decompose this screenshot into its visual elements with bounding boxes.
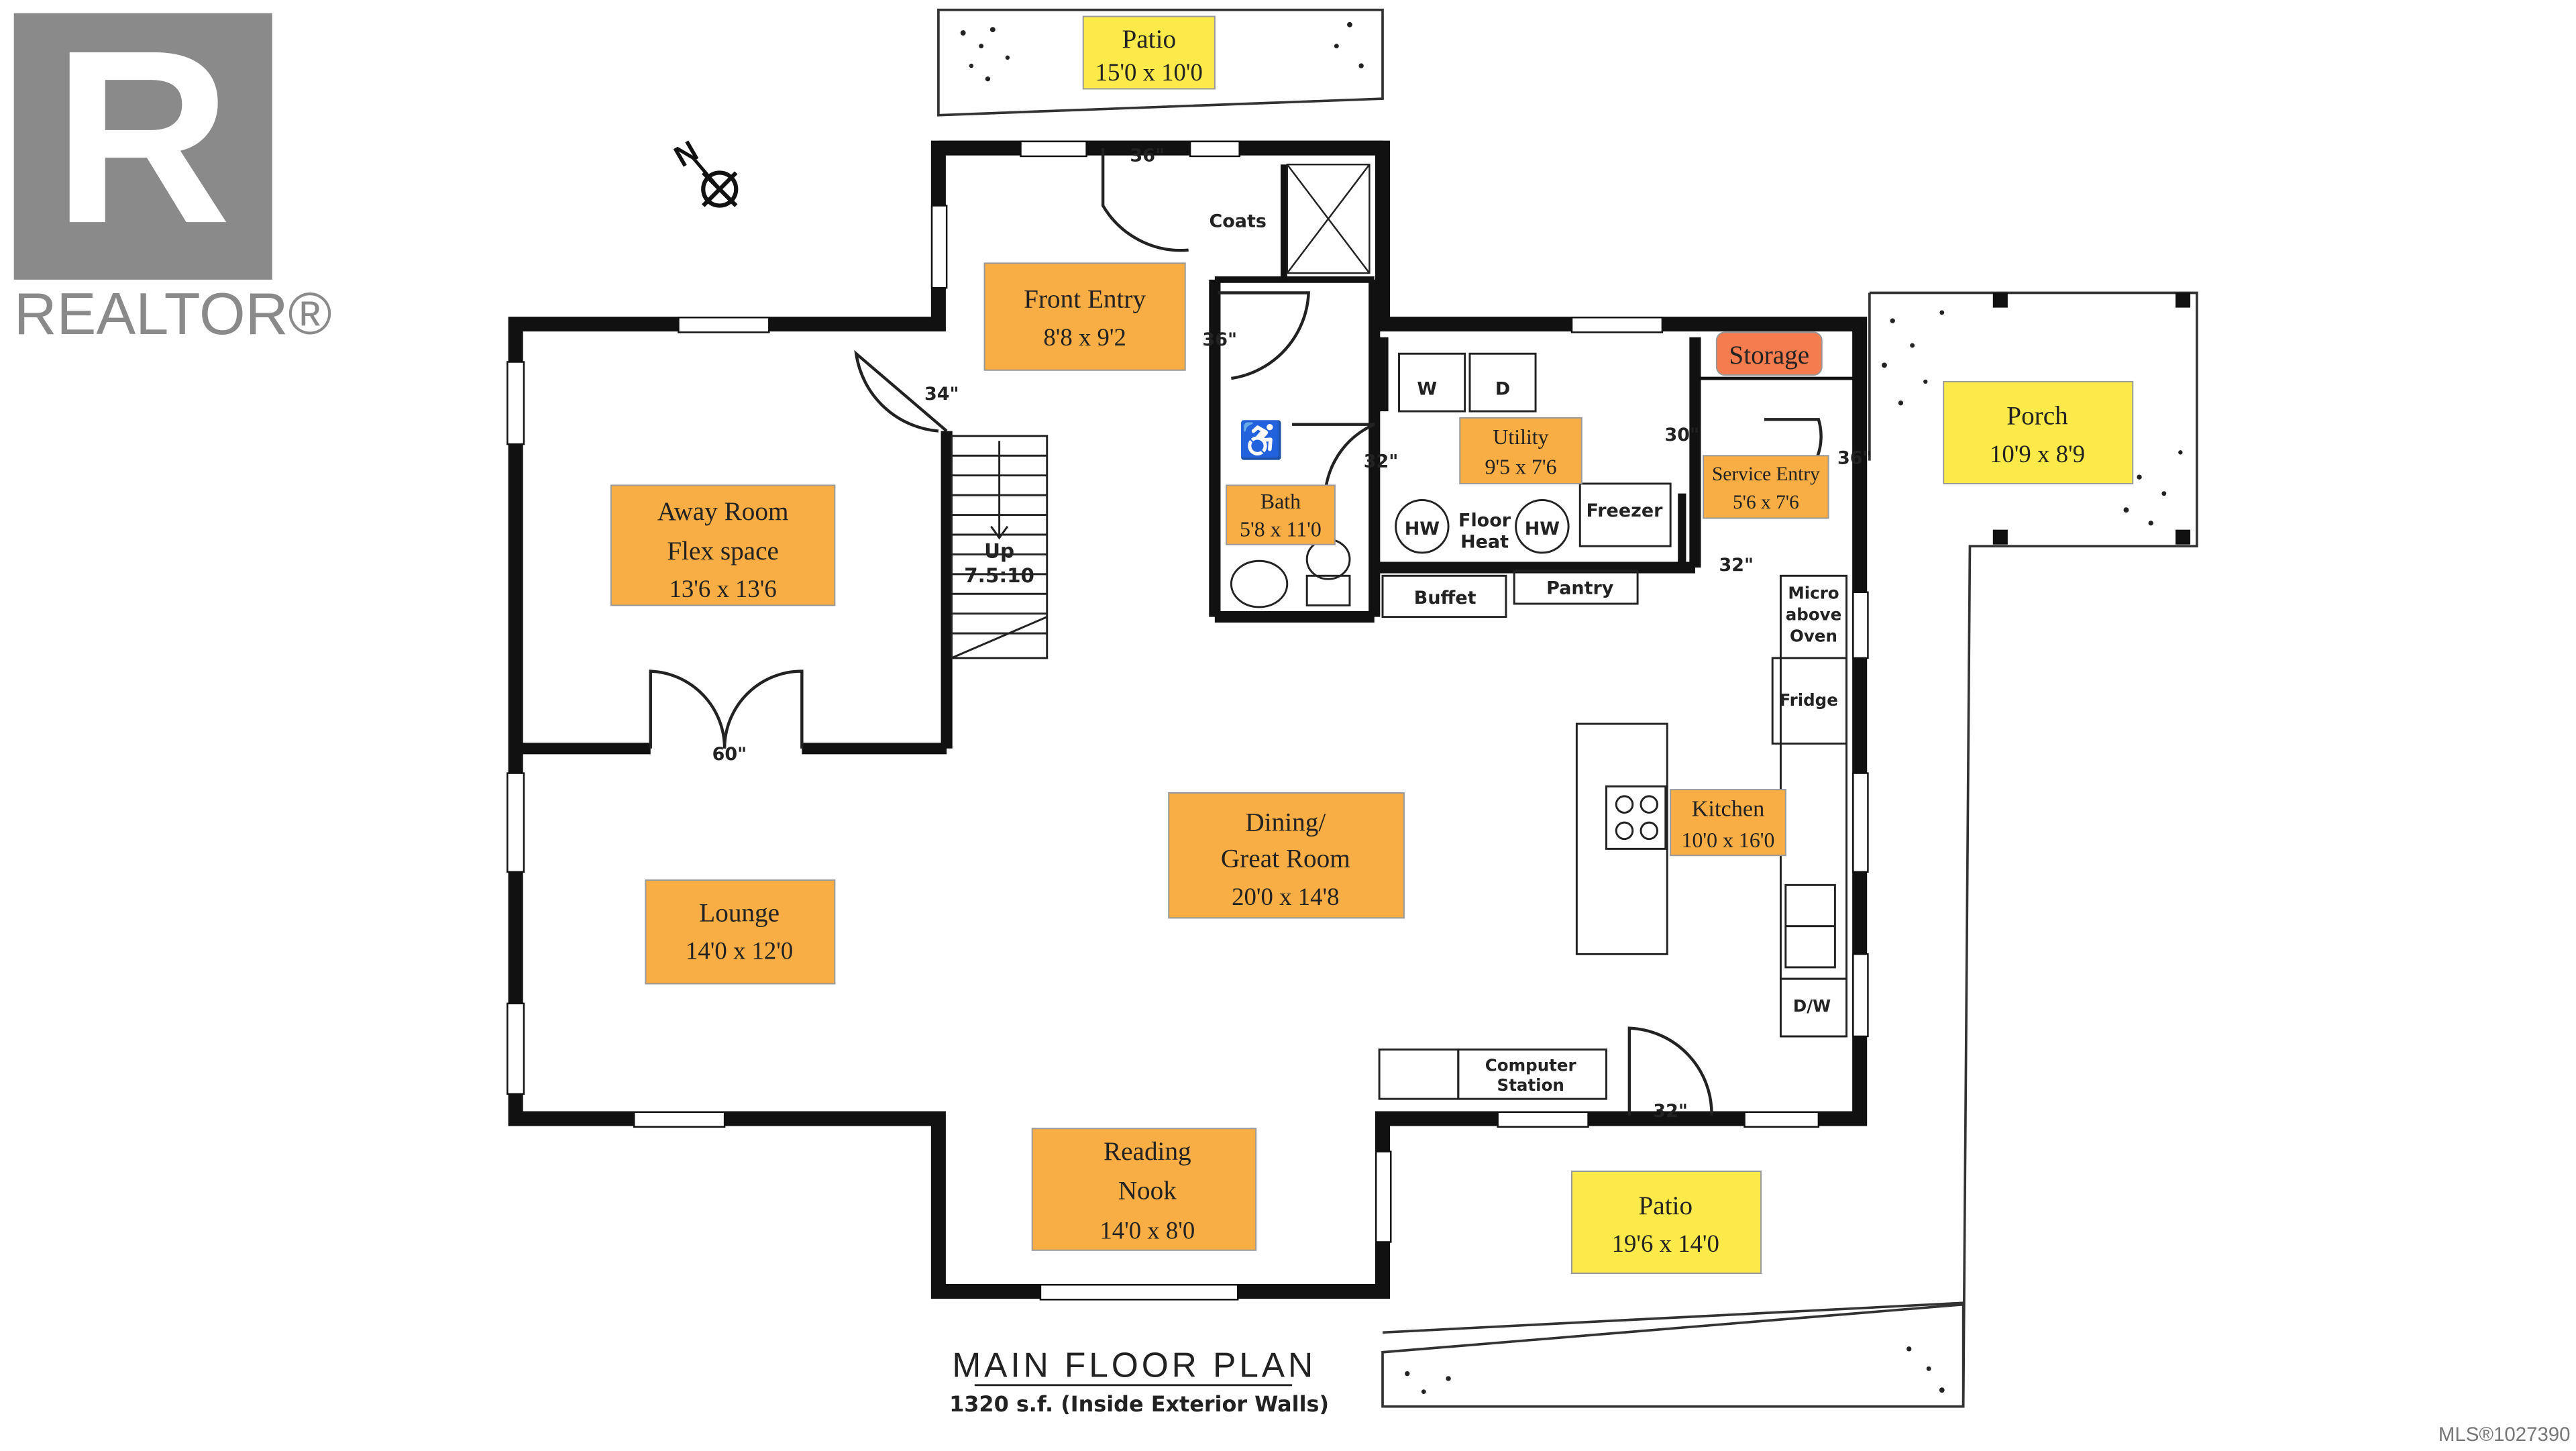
dryer-label: D	[1495, 379, 1510, 400]
door-entry-top-width: 36"	[1130, 145, 1165, 166]
porch-dims: 10'9 x 8'9	[1990, 440, 2085, 468]
room-service-entry: Service Entry 5'6 x 7'6	[1703, 455, 1829, 519]
room-storage: Storage	[1715, 331, 1823, 376]
stairs-ratio-label: 7.5:10	[964, 564, 1034, 587]
utility-dims: 9'5 x 7'6	[1485, 455, 1556, 478]
bath-dims: 5'8 x 11'0	[1240, 517, 1322, 541]
patio-bottom-gravel	[1405, 1346, 1945, 1395]
door-kitchen-width: 32"	[1719, 555, 1754, 576]
reading-nook-name: Reading	[1104, 1137, 1191, 1166]
plan-title: MAIN FLOOR PLAN	[952, 1346, 1316, 1385]
fixture-labels: Coats W D HW HW Floor Heat Freezer Buffe…	[1209, 211, 1841, 1094]
micro-label-2: above	[1786, 605, 1842, 625]
room-patio-bottom: Patio 19'6 x 14'0	[1571, 1171, 1762, 1275]
utility-fixtures	[1395, 352, 1672, 554]
reading-nook-dims: 14'0 x 8'0	[1099, 1217, 1195, 1244]
room-patio-top: Patio 15'0 x 10'0	[1082, 15, 1216, 90]
exterior-walls	[508, 140, 1868, 1299]
stairs	[951, 435, 1049, 659]
kitchen-fixtures	[1575, 574, 1848, 1038]
fridge-label: Fridge	[1779, 690, 1837, 710]
front-entry-name: Front Entry	[1024, 285, 1146, 314]
away-room-dims: 13'6 x 13'6	[669, 575, 776, 602]
door-patio-width: 32"	[1653, 1101, 1688, 1122]
washer-label: W	[1417, 379, 1437, 400]
room-bath: Bath 5'8 x 11'0	[1226, 484, 1336, 545]
room-away-room: Away Room Flex space 13'6 x 13'6	[610, 484, 836, 606]
bath-name: Bath	[1260, 490, 1301, 513]
utility-name: Utility	[1493, 425, 1548, 449]
mls-number: MLS®1027390	[2438, 1423, 2571, 1446]
dining-subname: Great Room	[1221, 844, 1350, 873]
door-away-width: 34"	[924, 384, 959, 405]
lounge-dims: 14'0 x 12'0	[686, 937, 793, 965]
micro-label-3: Oven	[1790, 626, 1837, 645]
kitchen-name: Kitchen	[1692, 796, 1765, 821]
room-dining-great-room: Dining/ Great Room 20'0 x 14'8	[1168, 792, 1405, 919]
room-utility: Utility 9'5 x 7'6	[1459, 417, 1582, 484]
patio-bottom-name: Patio	[1638, 1191, 1693, 1220]
buffet-label: Buffet	[1414, 588, 1477, 608]
porch-name: Porch	[2006, 402, 2068, 431]
bath-fixtures	[1230, 538, 1351, 608]
cabinets	[1378, 570, 1639, 1100]
door-entry-coat-width: 36"	[1202, 329, 1237, 350]
door-bath-width: 32"	[1364, 451, 1399, 472]
dw-label: D/W	[1793, 996, 1831, 1016]
plan-title-block: MAIN FLOOR PLAN 1320 s.f. (Inside Exteri…	[949, 1346, 1329, 1417]
windows	[506, 140, 1869, 1301]
room-kitchen: Kitchen 10'0 x 16'0	[1670, 789, 1786, 857]
coats-label: Coats	[1209, 211, 1266, 231]
realtor-logo-text: REALTOR®	[14, 280, 332, 347]
patio-bottom-area	[1381, 1301, 1965, 1408]
stairs-up-label: Up	[984, 539, 1014, 562]
plan-subtitle: 1320 s.f. (Inside Exterior Walls)	[949, 1391, 1329, 1417]
lounge-name: Lounge	[699, 898, 780, 927]
pantry-label: Pantry	[1546, 578, 1614, 598]
room-front-entry: Front Entry 8'8 x 9'2	[983, 262, 1186, 371]
micro-label-1: Micro	[1788, 584, 1839, 603]
shower-closet	[1286, 164, 1371, 274]
service-entry-name: Service Entry	[1712, 464, 1820, 485]
realtor-logo: R REALTOR®	[13, 0, 332, 347]
interior-walls	[515, 164, 1860, 755]
away-room-name: Away Room	[657, 497, 789, 526]
service-entry-dims: 5'6 x 7'6	[1733, 492, 1799, 513]
away-room-subname: Flex space	[667, 537, 779, 566]
computer-station-label-2: Station	[1497, 1075, 1564, 1095]
front-entry-dims: 8'8 x 9'2	[1043, 323, 1126, 351]
dining-dims: 20'0 x 14'8	[1232, 883, 1339, 910]
porch-area	[1868, 291, 2198, 1407]
patio-top-gravel	[960, 21, 1364, 82]
porch-gravel	[1882, 310, 2183, 526]
room-reading-nook: Reading Nook 14'0 x 8'0	[1031, 1128, 1257, 1251]
hw2-label: HW	[1525, 519, 1560, 539]
room-lounge: Lounge 14'0 x 12'0	[645, 879, 836, 985]
dining-name: Dining/	[1245, 808, 1326, 837]
realtor-logo-mark: R	[53, 0, 231, 274]
hw1-label: HW	[1405, 519, 1440, 539]
compass-north-label: N	[669, 134, 704, 173]
room-porch: Porch 10'9 x 8'9	[1943, 380, 2134, 484]
compass-icon: N	[669, 134, 739, 208]
floor-heat-label-2: Heat	[1460, 532, 1509, 553]
door-away-double-width: 60"	[712, 744, 747, 765]
door-utility-width: 30"	[1665, 425, 1700, 445]
computer-station-label-1: Computer	[1485, 1055, 1577, 1075]
patio-top-dims: 15'0 x 10'0	[1095, 58, 1203, 86]
freezer-label: Freezer	[1587, 500, 1664, 521]
patio-top-name: Patio	[1122, 25, 1176, 54]
storage-name: Storage	[1729, 341, 1809, 370]
floor-heat-label-1: Floor	[1458, 510, 1511, 531]
door-width-labels: 36" 36" 34" 32" 30" 36" 32" 60" 32"	[712, 145, 1872, 1122]
reading-nook-subname: Nook	[1118, 1177, 1177, 1205]
accessible-icon: ♿	[1238, 419, 1283, 460]
kitchen-dims: 10'0 x 16'0	[1682, 828, 1775, 852]
door-swings	[649, 148, 1823, 1116]
door-service-width: 36"	[1837, 448, 1872, 469]
patio-bottom-dims: 19'6 x 14'0	[1612, 1230, 1719, 1257]
